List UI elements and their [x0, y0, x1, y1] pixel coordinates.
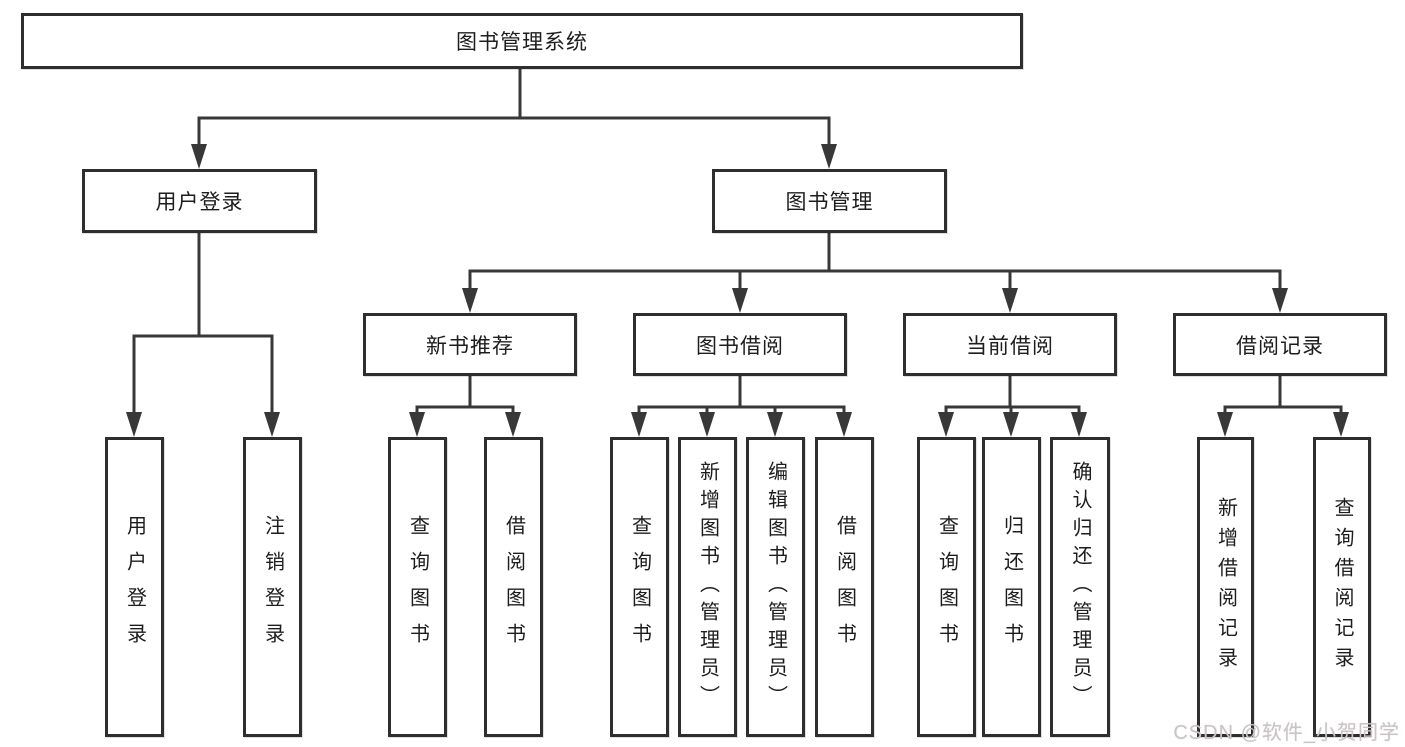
- leaf-label: 编辑图书（管理员）: [764, 461, 787, 713]
- leaf-label: 查询图书: [935, 515, 958, 659]
- leaf-label: 注销登录: [261, 515, 284, 659]
- node-label: 当前借阅: [966, 334, 1054, 358]
- node-label: 图书借阅: [696, 334, 784, 358]
- connector-user-login-branch: [126, 233, 280, 437]
- node-borrow-records: 借阅记录: [1173, 313, 1387, 376]
- connector-current-borrow-branch: [938, 376, 1087, 437]
- connector-root-to-level2: [191, 69, 837, 169]
- leaf-user-login: 用户登录: [105, 437, 164, 737]
- node-label: 图书管理系统: [456, 31, 588, 54]
- leaf-label: 查询图书: [406, 515, 429, 659]
- connector-records-branch: [1217, 376, 1349, 437]
- leaf-add-books-admin: 新增图书（管理员）: [678, 437, 737, 737]
- leaf-query-books: 查询图书: [388, 437, 447, 737]
- csdn-watermark: CSDN @软件_小贺同学: [1173, 722, 1400, 744]
- node-current-borrowing: 当前借阅: [903, 313, 1117, 376]
- leaf-label: 归还图书: [1000, 515, 1023, 659]
- node-label: 借阅记录: [1236, 334, 1324, 358]
- leaf-query-borrow-record: 查询借阅记录: [1313, 437, 1371, 737]
- connector-book-mgmt-to-level3: [462, 233, 1288, 313]
- node-user-login: 用户登录: [82, 169, 317, 233]
- leaf-label: 用户登录: [123, 515, 146, 659]
- connector-new-book-branch: [409, 376, 521, 437]
- node-book-management: 图书管理: [712, 169, 947, 233]
- leaf-return-books: 归还图书: [982, 437, 1041, 737]
- leaf-label: 查询借阅记录: [1331, 497, 1353, 677]
- leaf-add-borrow-record: 新增借阅记录: [1197, 437, 1254, 737]
- node-label: 新书推荐: [426, 334, 514, 358]
- node-library-management-system: 图书管理系统: [21, 13, 1023, 69]
- leaf-label: 新增图书（管理员）: [696, 461, 719, 713]
- leaf-borrow-books: 借阅图书: [815, 437, 874, 737]
- leaf-edit-books-admin: 编辑图书（管理员）: [746, 437, 805, 737]
- leaf-label: 借阅图书: [833, 515, 856, 659]
- node-label: 图书管理: [785, 191, 874, 214]
- leaf-query-books: 查询图书: [610, 437, 669, 737]
- node-new-book-recommendation: 新书推荐: [363, 313, 577, 376]
- node-label: 用户登录: [155, 191, 244, 214]
- leaf-label: 新增借阅记录: [1214, 497, 1237, 677]
- leaf-label: 借阅图书: [502, 515, 525, 659]
- connector-book-borrow-branch: [631, 376, 852, 437]
- leaf-label: 确认归还（管理员）: [1069, 461, 1091, 713]
- node-book-borrowing: 图书借阅: [633, 313, 847, 376]
- leaf-borrow-books: 借阅图书: [484, 437, 543, 737]
- leaf-query-books: 查询图书: [917, 437, 976, 737]
- leaf-label: 查询图书: [628, 515, 651, 659]
- leaf-confirm-return-admin: 确认归还（管理员）: [1050, 437, 1110, 737]
- leaf-logout: 注销登录: [243, 437, 302, 737]
